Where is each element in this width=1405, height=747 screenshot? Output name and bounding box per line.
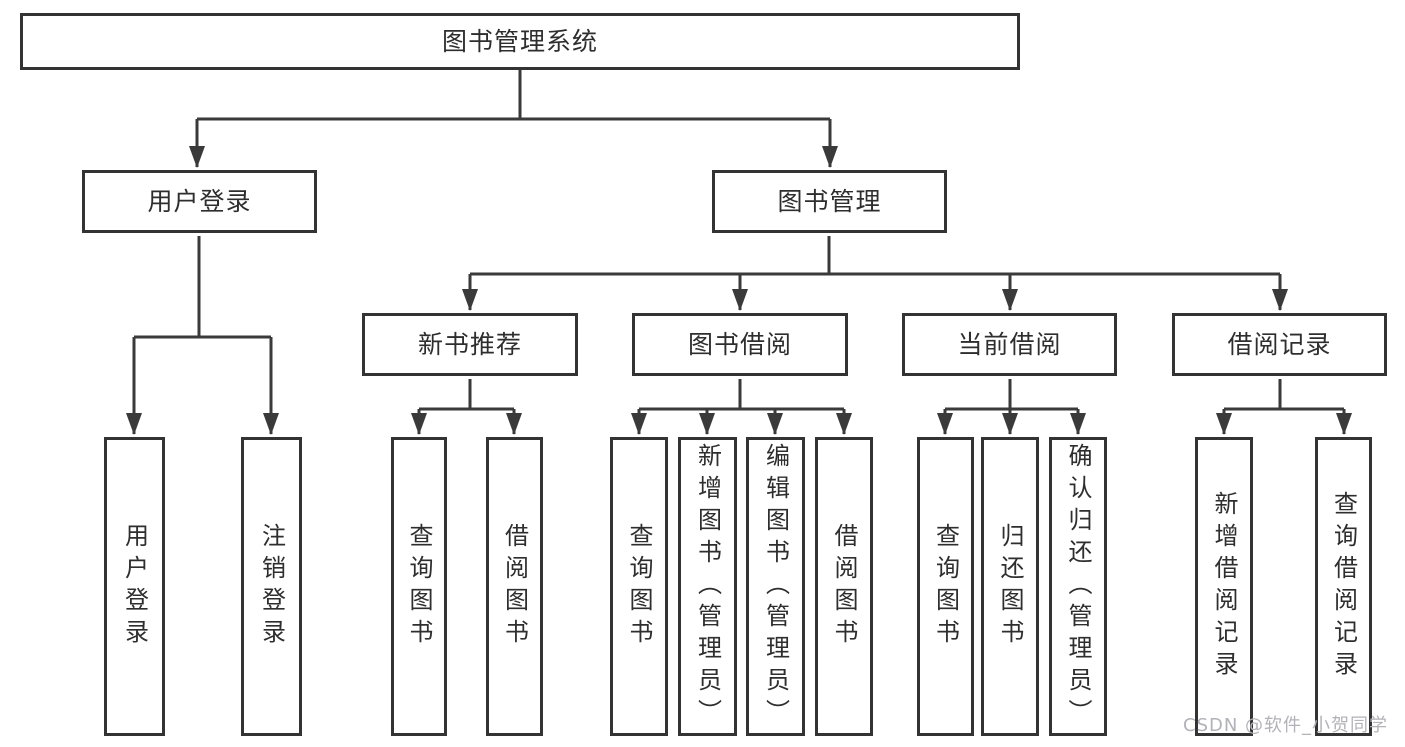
leaf-label: 查询借阅记录 [1329, 490, 1358, 683]
leaf-label: 借阅图书 [500, 522, 529, 651]
leaf-return-book: 归还图书 [981, 437, 1039, 736]
leaf-query-borrow-record: 查询借阅记录 [1315, 437, 1372, 736]
leaf-query-book-2: 查询图书 [610, 437, 668, 736]
leaf-label: 编辑图书（管理员） [761, 442, 790, 731]
leaf-label: 注销登录 [257, 522, 286, 651]
node-label: 图书借阅 [687, 330, 792, 359]
leaf-user-login: 用户登录 [104, 437, 165, 736]
watermark: CSDN @软件_小贺同学 [1183, 715, 1389, 736]
leaf-add-borrow-record: 新增借阅记录 [1195, 437, 1253, 736]
leaf-borrow-book-2: 借阅图书 [815, 437, 873, 736]
leaf-logout: 注销登录 [241, 437, 302, 736]
leaf-confirm-return-admin: 确认归还（管理员） [1049, 437, 1107, 736]
node-label: 新书推荐 [417, 330, 522, 359]
node-current-borrow: 当前借阅 [902, 313, 1117, 376]
leaf-query-book-1: 查询图书 [391, 437, 447, 736]
leaf-label: 新增借阅记录 [1210, 490, 1238, 683]
connector-trunks [134, 70, 1344, 411]
node-root: 图书管理系统 [20, 13, 1020, 70]
connector-arrows [126, 119, 1352, 435]
leaf-borrow-book-1: 借阅图书 [486, 437, 543, 736]
node-label: 用户登录 [147, 187, 252, 216]
node-book-management: 图书管理 [712, 170, 947, 233]
node-label: 当前借阅 [957, 330, 1062, 359]
leaf-label: 新增图书（管理员） [693, 442, 722, 731]
leaf-add-book-admin: 新增图书（管理员） [678, 437, 737, 736]
node-book-borrow: 图书借阅 [632, 313, 848, 376]
leaf-label: 归还图书 [996, 522, 1024, 651]
node-borrow-record: 借阅记录 [1172, 313, 1387, 376]
node-label: 图书管理 [777, 187, 882, 216]
leaf-edit-book-admin: 编辑图书（管理员） [746, 437, 805, 736]
leaf-label: 确认归还（管理员） [1064, 442, 1092, 731]
leaf-label: 查询图书 [625, 522, 653, 651]
leaf-label: 查询图书 [405, 522, 433, 651]
leaf-query-book-3: 查询图书 [917, 437, 974, 736]
node-new-book-recommend: 新书推荐 [362, 313, 578, 376]
leaf-label: 用户登录 [120, 522, 149, 651]
node-label: 借阅记录 [1227, 330, 1332, 359]
leaf-label: 查询图书 [931, 522, 960, 651]
node-user-login: 用户登录 [82, 170, 317, 233]
leaf-label: 借阅图书 [830, 522, 858, 651]
node-label: 图书管理系统 [441, 27, 598, 56]
